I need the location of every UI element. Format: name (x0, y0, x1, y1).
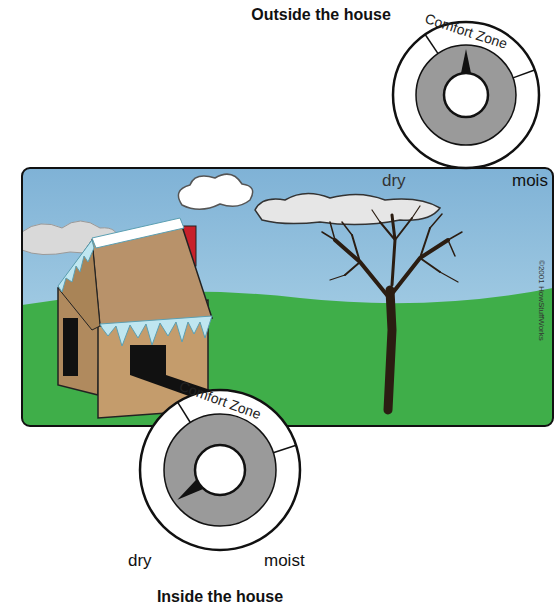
scale-label: dry (382, 172, 406, 191)
zone-tick (178, 402, 191, 422)
dial-outline (391, 20, 541, 170)
cloud (255, 193, 440, 224)
tree (345, 218, 440, 275)
dial-knob (164, 414, 276, 526)
dial-heading: Outside the house (226, 6, 416, 24)
smoke (178, 174, 252, 209)
dial: Comfort ZoneInside the house (138, 388, 302, 552)
tree (392, 215, 395, 285)
snow-and-ice (92, 218, 184, 248)
zone-tick (425, 34, 438, 53)
zone-tick (513, 70, 535, 78)
dial-outline (138, 388, 302, 552)
tree (391, 240, 448, 295)
dial-knob (416, 45, 516, 145)
tree (388, 290, 392, 410)
house (130, 345, 166, 375)
dial: Outside the houseComfort Zone (391, 20, 541, 170)
tree (322, 214, 462, 256)
tree (335, 240, 391, 300)
zone-tick (273, 445, 296, 452)
dial-hole (195, 445, 245, 495)
scale-label: mois (512, 172, 548, 191)
house (58, 240, 100, 330)
snow-and-ice (58, 240, 94, 292)
tree (330, 206, 458, 282)
snow-and-ice (100, 316, 212, 346)
dial-ring (140, 390, 300, 550)
scale-label: dry (128, 552, 152, 571)
tree (322, 206, 462, 410)
house (63, 318, 78, 376)
copyright-note: ©2001 HowStuffWorks (536, 260, 545, 341)
panel-border (22, 168, 553, 426)
dial-hole (444, 73, 488, 117)
scale-label: moist (264, 552, 305, 571)
snow-and-ice (58, 218, 212, 346)
scene-panel (22, 168, 553, 426)
dial-ring (393, 22, 539, 168)
dial-heading: Inside the house (118, 588, 322, 606)
smoke (178, 174, 252, 209)
